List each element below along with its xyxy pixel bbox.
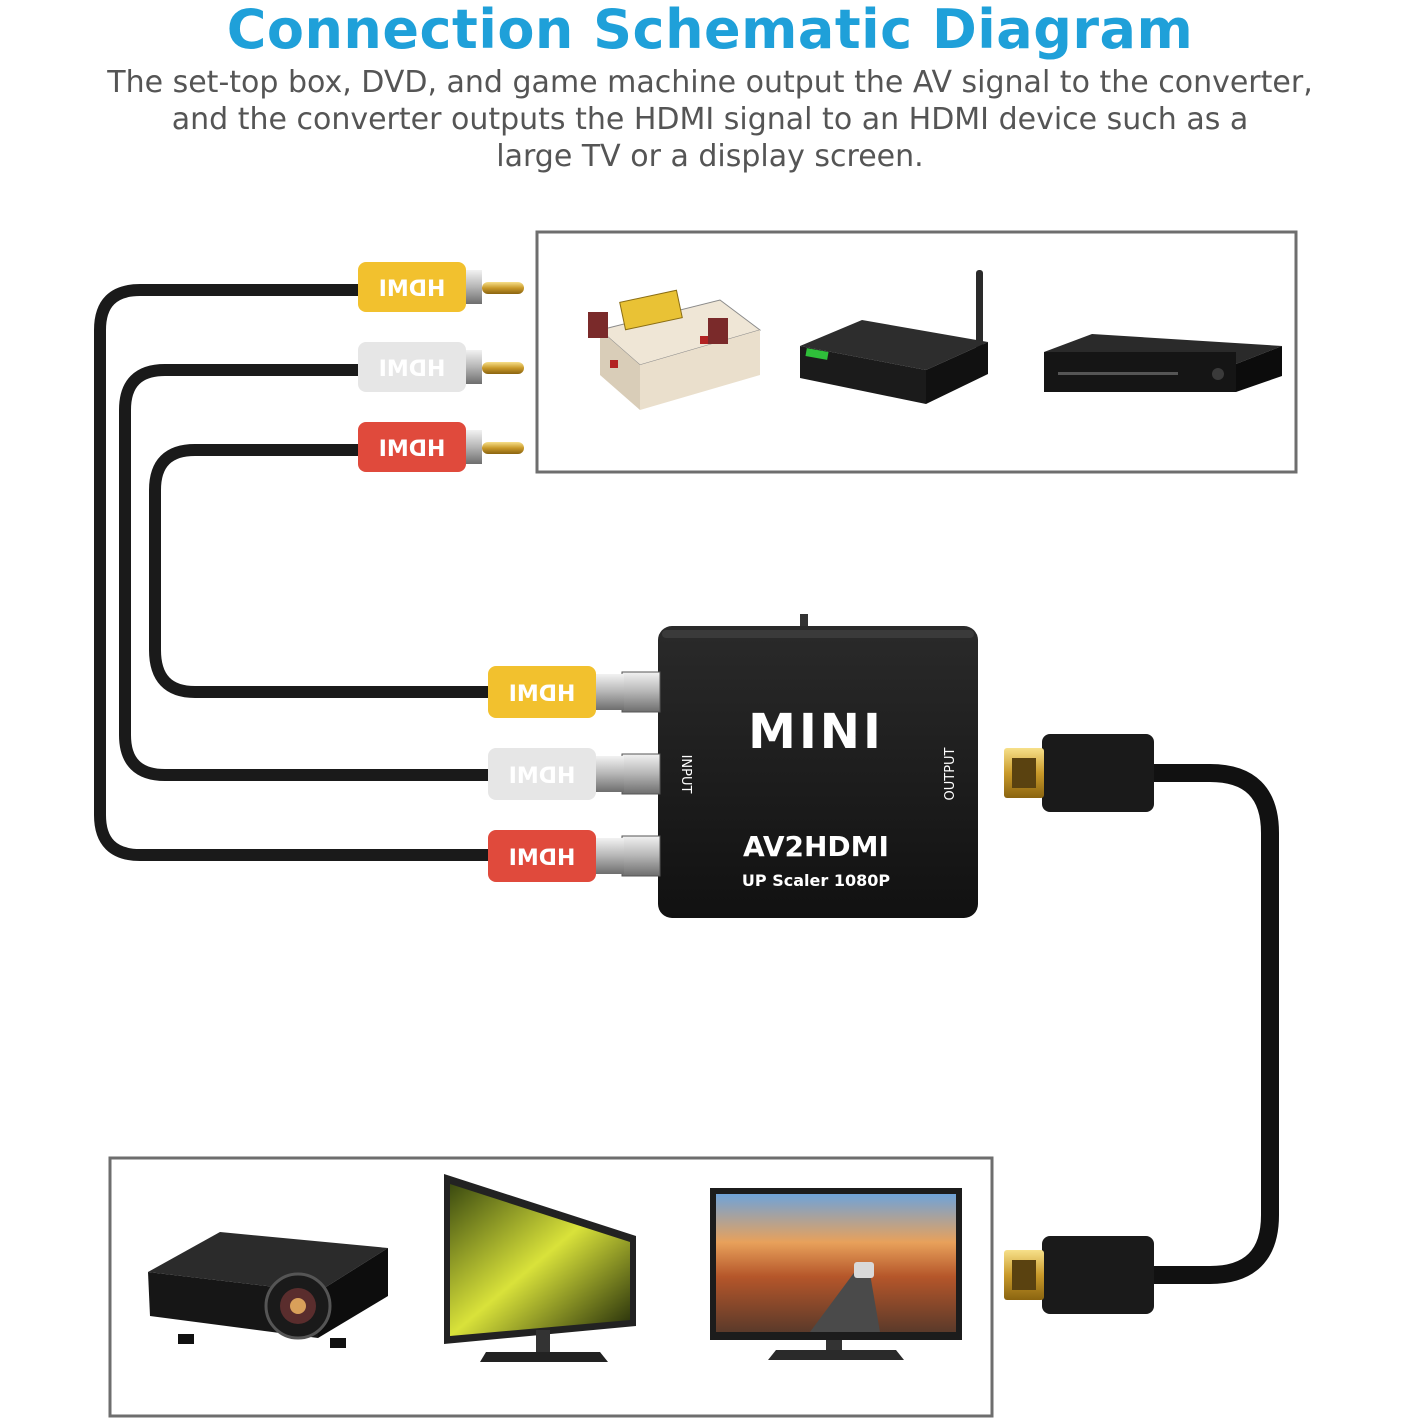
hdmi-cable [1004, 734, 1279, 1314]
red-rca-cable [149, 444, 496, 698]
set-top-box-icon [800, 270, 988, 404]
source-devices-panel [535, 230, 1298, 474]
tv-icon [710, 1188, 962, 1360]
rca-plug-label: HDMI [379, 437, 446, 462]
rca-input-jacks [621, 671, 661, 877]
rca-plugs-bottom: HDMI HDMI HDMI [488, 666, 624, 882]
input-label: INPUT [678, 755, 693, 794]
rca-plugs-top: HDMI HDMI HDMI [358, 262, 524, 472]
display-devices-panel [108, 1156, 994, 1418]
rca-plug-label: HDMI [509, 682, 576, 707]
page-title: Connection Schematic Diagram [226, 0, 1194, 61]
monitor-icon [444, 1174, 636, 1362]
game-console-icon [588, 289, 762, 410]
converter-tagline: UP Scaler 1080P [742, 871, 890, 890]
yellow-rca-cable [94, 284, 496, 861]
projector-icon [148, 1232, 388, 1348]
converter-brand: MINI [748, 704, 884, 760]
subtitle-line: The set-top box, DVD, and game machine o… [107, 65, 1313, 100]
rca-plug-label: HDMI [509, 846, 576, 871]
rca-plug-red-bottom: HDMI [488, 830, 624, 882]
converter-model: AV2HDMI [743, 830, 889, 863]
rca-plug-label: HDMI [509, 764, 576, 789]
dvd-player-icon [1044, 334, 1282, 392]
hdmi-plug-bottom [1004, 1236, 1154, 1314]
page-subtitle: The set-top box, DVD, and game machine o… [60, 64, 1360, 175]
subtitle-line: and the converter outputs the HDMI signa… [171, 102, 1249, 137]
rca-plug-white-bottom: HDMI [488, 748, 624, 800]
av2hdmi-converter: MINI AV2HDMI UP Scaler 1080P INPUT OUTPU… [621, 614, 978, 918]
rca-plug-white-top: HDMI [358, 342, 524, 392]
rca-plug-label: HDMI [379, 357, 446, 382]
subtitle-line: large TV or a display screen. [496, 139, 924, 174]
rca-cables [94, 284, 496, 861]
rca-plug-yellow-top: HDMI [358, 262, 524, 312]
rca-plug-label: HDMI [379, 277, 446, 302]
output-label: OUTPUT [943, 747, 958, 800]
rca-plug-red-top: HDMI [358, 422, 524, 472]
white-rca-cable [119, 364, 496, 781]
hdmi-plug-top [1004, 734, 1154, 812]
rca-plug-yellow-bottom: HDMI [488, 666, 624, 718]
